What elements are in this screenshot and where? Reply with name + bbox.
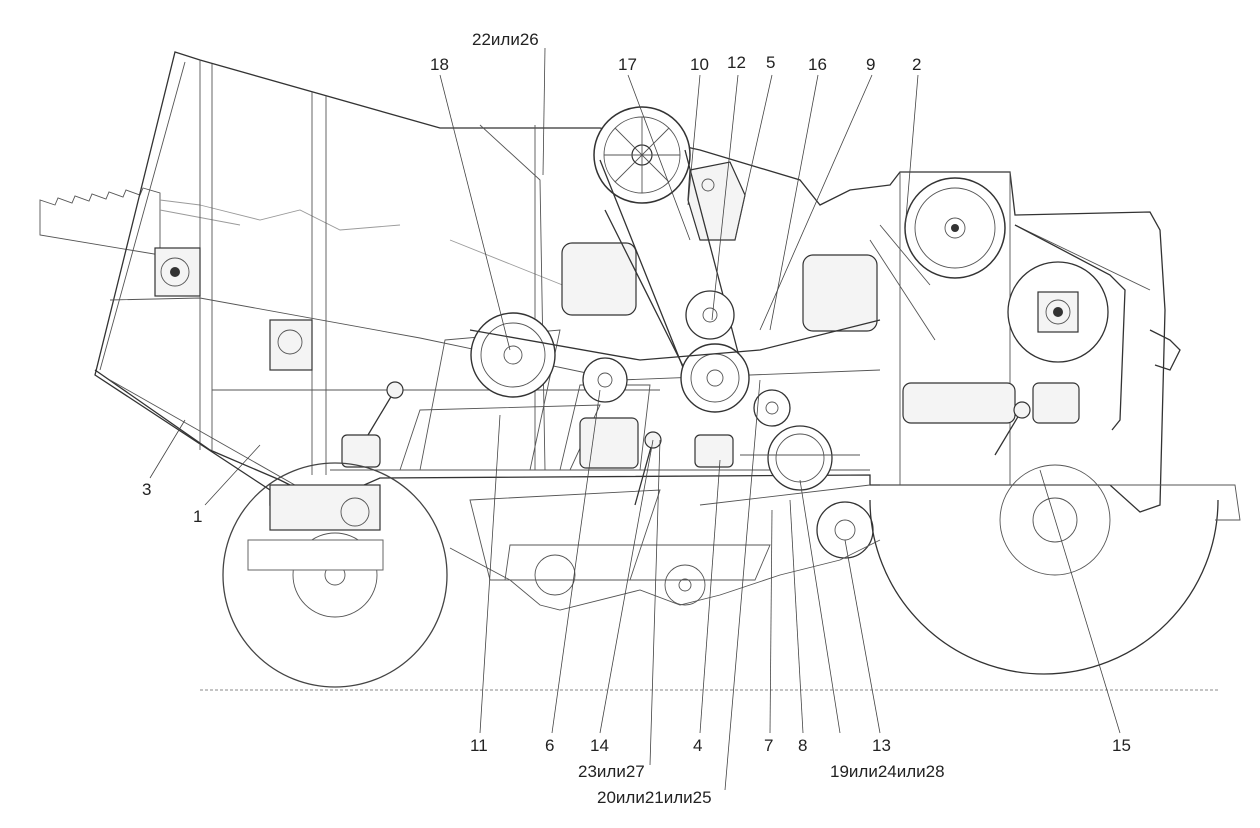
rotor-hub (1007, 261, 1109, 363)
window-4 (1032, 382, 1080, 424)
pulley-6 (582, 357, 628, 403)
callout-13: 13 (872, 736, 891, 755)
callout-22-or-26: 22или26 (472, 30, 539, 49)
callout-11: 11 (470, 736, 488, 755)
pickup-teeth (39, 187, 161, 256)
callout-7: 7 (764, 736, 774, 755)
hub-mid (269, 319, 313, 371)
callout-10: 10 (690, 55, 709, 74)
callout-15: 15 (1112, 736, 1131, 755)
tensioner-plate (687, 161, 746, 241)
callout-19-or-24-or-28: 19или24или28 (830, 762, 945, 781)
callout-4: 4 (693, 736, 703, 755)
wheel-left (222, 462, 448, 688)
callout-3: 3 (142, 480, 152, 499)
callout-2: 2 (912, 55, 922, 74)
callout-12: 12 (727, 53, 746, 72)
callout-14: 14 (590, 736, 609, 755)
callout-23-or-27: 23или27 (578, 762, 645, 781)
callout-20-or-21-or-25: 20или21или25 (597, 788, 712, 807)
roller-2 (904, 177, 1006, 279)
window-2 (802, 254, 878, 332)
hub-left (154, 247, 201, 297)
pulley-13 (816, 501, 874, 559)
wheel-right (869, 464, 1241, 675)
callout-6: 6 (545, 736, 555, 755)
callout-8: 8 (798, 736, 808, 755)
window-5 (579, 417, 639, 469)
callout-5: 5 (766, 53, 776, 72)
leader-lines (149, 47, 1121, 791)
pulley-16 (685, 290, 735, 340)
window-6 (694, 434, 734, 468)
callout-17: 17 (618, 55, 637, 74)
window-1 (561, 242, 637, 316)
callout-1: 1 (193, 507, 203, 526)
callout-18: 18 (430, 55, 449, 74)
pulley-4 (753, 389, 791, 427)
callout-9: 9 (866, 55, 876, 74)
pulley-17 (593, 106, 691, 204)
callout-16: 16 (808, 55, 827, 74)
window-7 (341, 434, 381, 468)
window-3 (902, 382, 1016, 424)
pulley-18 (470, 312, 556, 398)
